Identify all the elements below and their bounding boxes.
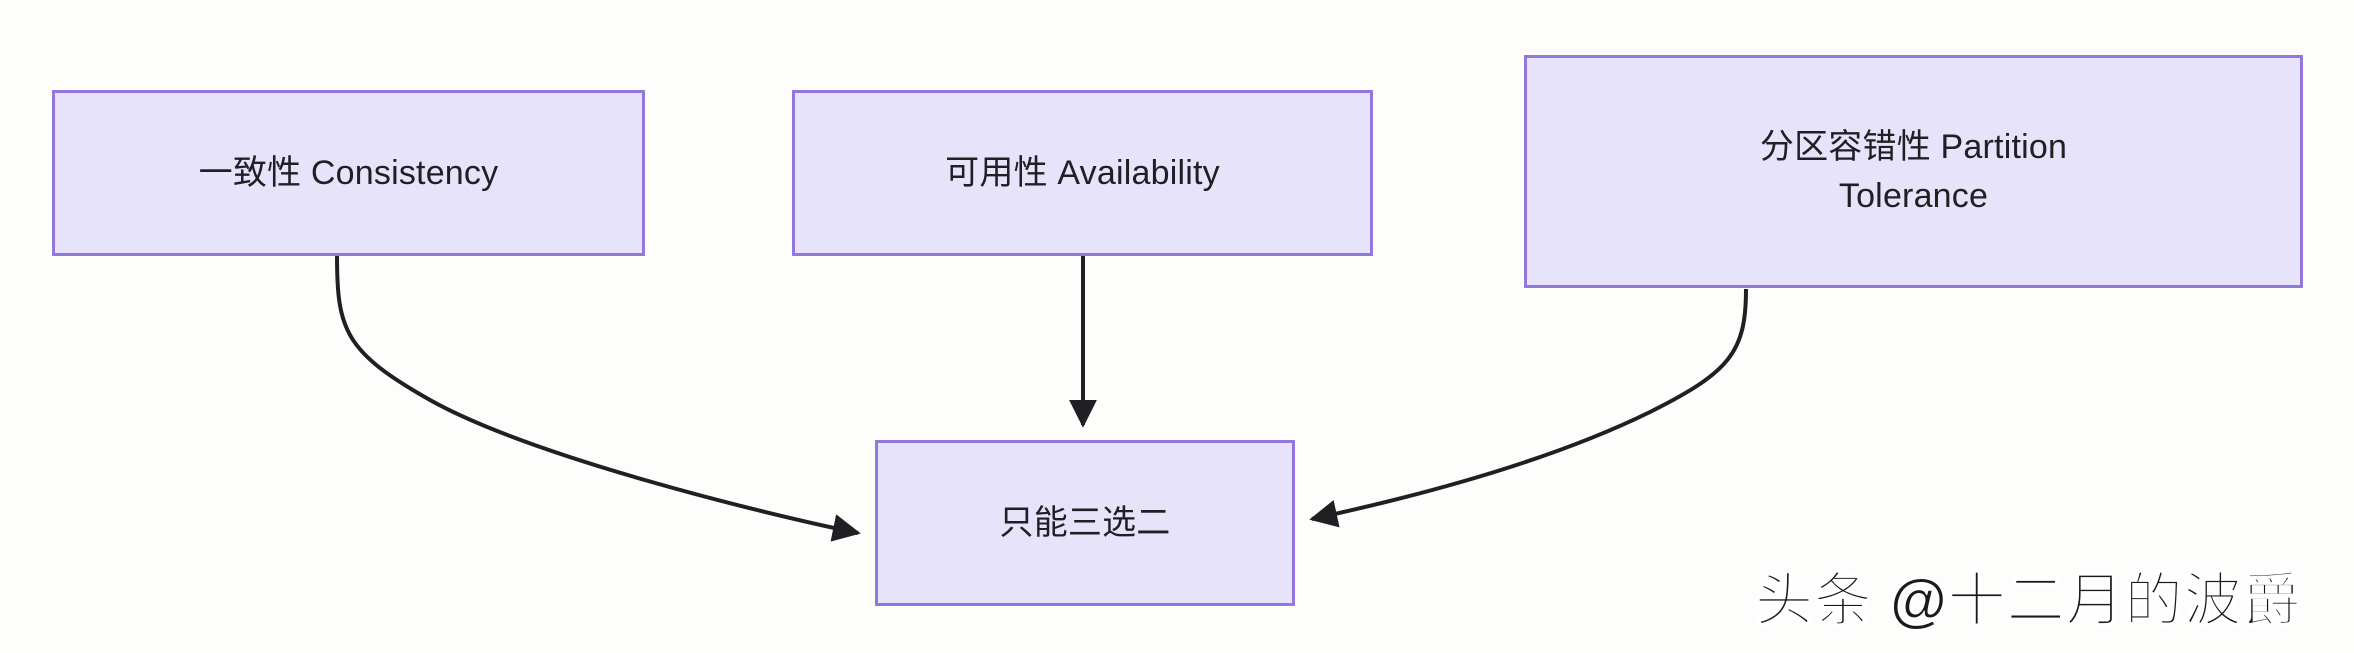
node-consistency[interactable]: 一致性 Consistency (52, 90, 645, 256)
node-choose-two[interactable]: 只能三选二 (875, 440, 1295, 606)
node-availability[interactable]: 可用性 Availability (792, 90, 1373, 256)
edge-partition-to-choose-two (1309, 288, 1748, 528)
node-availability-label: 可用性 Availability (945, 153, 1220, 192)
node-partition-tolerance-label: 分区容错性 Partition Tolerance (1759, 128, 2068, 215)
edge-consistency-to-choose-two (335, 255, 861, 542)
node-choose-two-label: 只能三选二 (999, 503, 1171, 542)
node-consistency-label: 一致性 Consistency (198, 153, 499, 192)
node-partition-tolerance[interactable]: 分区容错性 Partition Tolerance (1524, 55, 2303, 288)
watermark-text: 头条 @十二月的波爵 (1755, 568, 2302, 634)
